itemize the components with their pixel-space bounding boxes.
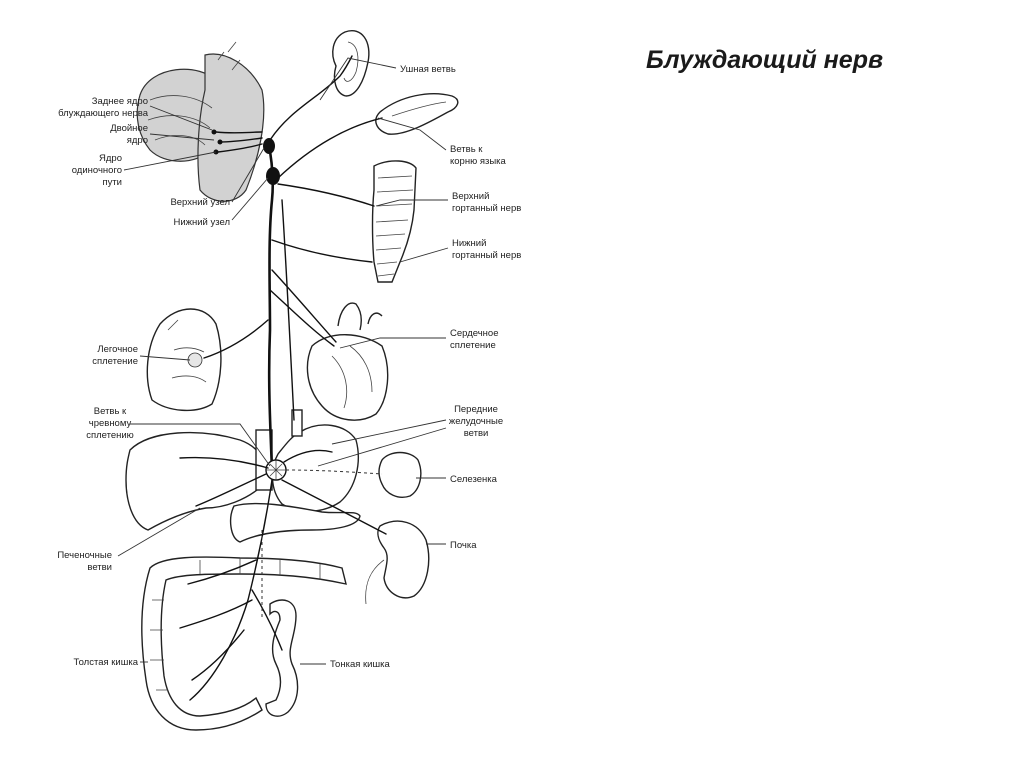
label-inferior-ganglion: Нижний узел bbox=[173, 217, 230, 228]
ear-illustration bbox=[332, 30, 370, 97]
small-intestine-illustration bbox=[265, 599, 299, 717]
label-auricular-branch: Ушная ветвь bbox=[400, 64, 456, 75]
label-hepatic-branches-2: ветви bbox=[87, 562, 112, 573]
label-superior-laryngeal-2: гортанный нерв bbox=[452, 203, 521, 214]
kidney-illustration bbox=[365, 520, 430, 605]
large-intestine-illustration bbox=[141, 556, 347, 731]
label-gastric-branches-3: ветви bbox=[464, 428, 489, 439]
label-solitary-nucleus: Ядро bbox=[99, 153, 122, 164]
label-kidney: Почка bbox=[450, 540, 477, 551]
pancreas-illustration bbox=[229, 502, 361, 543]
label-cardiac-plexus: Сердечное bbox=[450, 328, 498, 339]
brainstem-illustration bbox=[136, 41, 265, 202]
label-nucleus-ambiguus: Двойное bbox=[110, 123, 148, 134]
label-dorsal-nucleus-2: блуждающего нерва bbox=[58, 108, 149, 119]
label-tongue-branch: Ветвь к bbox=[450, 144, 483, 155]
larynx-illustration bbox=[371, 160, 417, 283]
label-hepatic-branches: Печеночные bbox=[57, 550, 112, 561]
vagus-nerve-trunk bbox=[203, 55, 383, 472]
label-large-intestine: Толстая кишка bbox=[74, 657, 139, 668]
spleen-illustration bbox=[378, 451, 422, 498]
label-solitary-nucleus-2: одиночного bbox=[72, 165, 122, 176]
label-celiac-branch: Ветвь к bbox=[94, 406, 127, 417]
label-celiac-branch-3: сплетению bbox=[86, 430, 134, 441]
label-superior-laryngeal: Верхний bbox=[452, 191, 489, 202]
label-celiac-branch-2: чревному bbox=[89, 418, 132, 429]
label-spleen: Селезенка bbox=[450, 474, 498, 485]
slide-title: Блуждающий нерв bbox=[646, 46, 884, 74]
label-small-intestine: Тонкая кишка bbox=[330, 659, 390, 670]
label-inferior-laryngeal-2: гортанный нерв bbox=[452, 250, 521, 261]
liver-illustration bbox=[125, 431, 266, 531]
tongue-illustration bbox=[375, 93, 459, 135]
label-nucleus-ambiguus-2: ядро bbox=[127, 135, 148, 146]
label-cardiac-plexus-2: сплетение bbox=[450, 340, 496, 351]
label-gastric-branches: Передние bbox=[454, 404, 498, 415]
label-solitary-nucleus-3: пути bbox=[102, 177, 122, 188]
label-pulmonary-plexus-2: сплетение bbox=[92, 356, 138, 367]
celiac-plexus bbox=[179, 449, 387, 701]
leader-lines bbox=[117, 57, 449, 665]
label-tongue-branch-2: корню языка bbox=[450, 156, 507, 167]
heart-illustration bbox=[306, 302, 389, 421]
label-gastric-branches-2: желудочные bbox=[449, 416, 503, 427]
label-superior-ganglion: Верхний узел bbox=[170, 197, 230, 208]
diagram-labels: Заднее ядро блуждающего нерва Двойное яд… bbox=[57, 64, 521, 670]
label-inferior-laryngeal: Нижний bbox=[452, 238, 486, 249]
label-pulmonary-plexus: Легочное bbox=[97, 344, 138, 355]
label-dorsal-nucleus: Заднее ядро bbox=[92, 96, 148, 107]
